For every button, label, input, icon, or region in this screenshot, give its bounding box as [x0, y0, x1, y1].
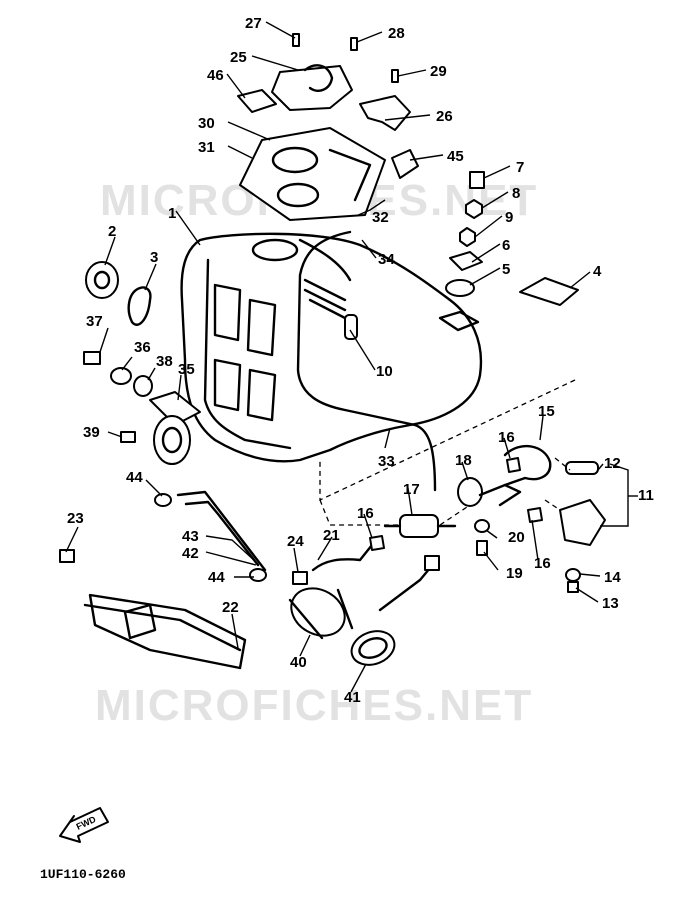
watermark-bottom: MICROFICHES.NET: [95, 681, 533, 730]
callout-36: 36: [134, 339, 151, 356]
right-side-hardware: [445, 171, 579, 306]
callout-17: 17: [403, 481, 420, 498]
callout-4: 4: [593, 263, 602, 280]
leader-lines: [65, 21, 638, 693]
callout-42: 42: [182, 545, 199, 562]
callout-34: 34: [378, 251, 395, 268]
callout-37: 37: [86, 313, 103, 330]
callout-1: 1: [168, 205, 176, 222]
callout-9: 9: [505, 209, 513, 226]
callout-28: 28: [388, 25, 405, 42]
callout-46: 46: [207, 67, 224, 84]
callout-40: 40: [290, 654, 307, 671]
callout-21: 21: [323, 527, 340, 544]
callout-39: 39: [83, 424, 100, 441]
callout-27: 27: [245, 15, 262, 32]
callout-23: 23: [67, 510, 84, 527]
callout-20: 20: [508, 529, 525, 546]
cap-assembly: [237, 33, 419, 179]
callout-25: 25: [230, 49, 247, 66]
callout-16c: 16: [534, 555, 551, 572]
fuel-pump-and-filter: [288, 514, 457, 666]
fuel-tank: [180, 232, 483, 463]
left-side-hardware: [59, 261, 267, 582]
callout-11: 11: [638, 487, 654, 504]
callout-22: 22: [222, 599, 239, 616]
callout-13: 13: [602, 595, 619, 612]
callout-38: 38: [156, 353, 173, 370]
callout-3: 3: [150, 249, 158, 266]
fuel-cock-assembly: [369, 444, 606, 593]
callout-29: 29: [430, 63, 447, 80]
callout-18: 18: [455, 452, 472, 469]
callout-24: 24: [287, 533, 304, 550]
callout-26: 26: [436, 108, 453, 125]
callout-44a: 44: [126, 469, 143, 486]
callout-45: 45: [447, 148, 464, 165]
diagram-code: 1UF110-6260: [40, 867, 126, 882]
callout-7: 7: [516, 159, 524, 176]
callout-16a: 16: [498, 429, 515, 446]
callout-41: 41: [344, 689, 361, 706]
callout-6: 6: [502, 237, 510, 254]
callout-14: 14: [604, 569, 621, 586]
callout-31: 31: [198, 139, 215, 156]
callout-19: 19: [506, 565, 523, 582]
fwd-arrow-icon: FWD: [59, 807, 109, 843]
callout-30: 30: [198, 115, 215, 132]
callout-33: 33: [378, 453, 395, 470]
callout-5: 5: [502, 261, 510, 278]
callouts: 27 28 25 29 46 26 30 31 45 7 8 32 1 9 2 …: [67, 15, 654, 706]
tank-breather-hose: [296, 230, 437, 492]
fuel-pump-bracket: [83, 593, 247, 670]
callout-32: 32: [372, 209, 389, 226]
callout-35: 35: [178, 361, 195, 378]
callout-8: 8: [512, 185, 520, 202]
hose-routing: [319, 379, 576, 526]
callout-10: 10: [376, 363, 393, 380]
callout-12: 12: [604, 455, 621, 472]
tank-base-plate: [239, 127, 386, 221]
callout-2: 2: [108, 223, 116, 240]
callout-43: 43: [182, 528, 199, 545]
callout-15: 15: [538, 403, 555, 420]
callout-44b: 44: [208, 569, 225, 586]
callout-16b: 16: [357, 505, 374, 522]
